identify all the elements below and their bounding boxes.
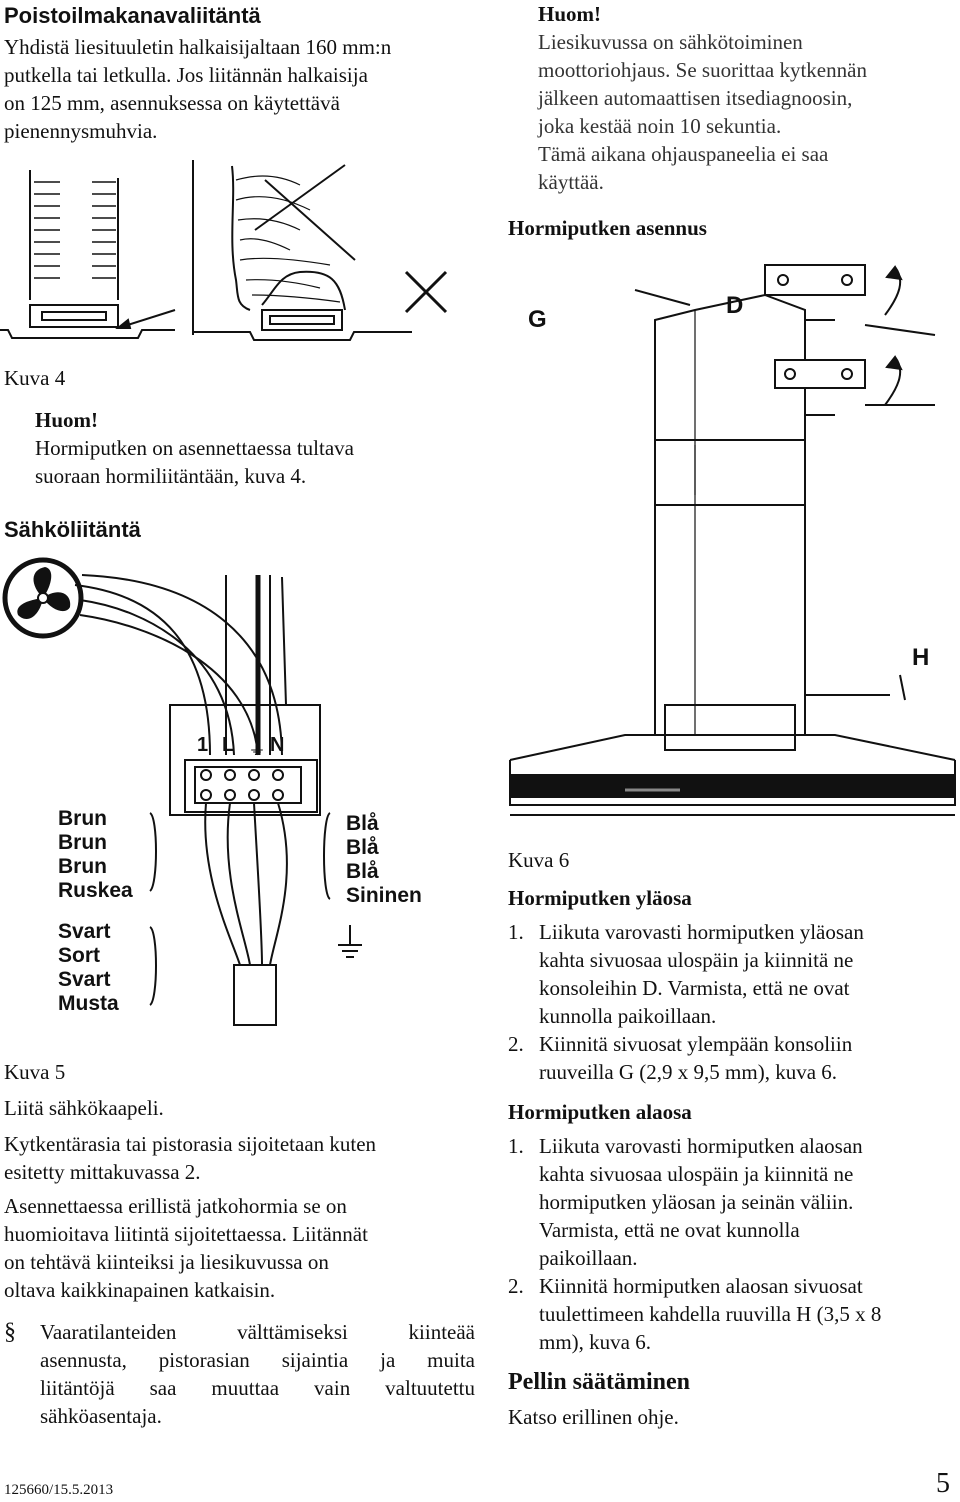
text-line: käyttää. [538, 170, 604, 194]
wire-label: Ruskea [58, 879, 133, 902]
wire-label: Brun [58, 807, 107, 830]
electric-heading: Sähköliitäntä [4, 517, 141, 542]
electric-text: Liitä sähkökaapeli. Kytkentärasia tai pi… [4, 1094, 479, 1304]
damper-heading: Pellin säätäminen [508, 1369, 691, 1395]
duct-connection-figure [0, 160, 448, 341]
chimney-install-heading: Hormiputken asennus [508, 216, 707, 240]
wire-label: Blå [346, 836, 379, 859]
lower-section-heading: Hormiputken alaosa [508, 1100, 692, 1124]
damper-text: Katso erillinen ohje. [508, 1405, 679, 1429]
text-line: on 125 mm, asennuksessa on käytettävä [4, 91, 340, 115]
text-line: Yhdistä liesituuletin halkaisijaltaan 16… [4, 35, 392, 59]
text-line: joka kestää noin 10 sekuntia. [538, 114, 782, 138]
warning-icon: § [4, 1319, 16, 1345]
text-line: Hormiputken on asennettaessa tultava [35, 436, 354, 460]
ground-terminal-icon: ⏚ [248, 739, 266, 759]
step-item: 2. Kiinnitä sivuosat ylempään konsoliin … [508, 1030, 958, 1086]
text-line: kahta sivuosaa ulospäin ja kiinnitä ne [539, 1162, 854, 1186]
wire-labels-blue: Blå Blå Blå Sininen [346, 812, 422, 908]
text-line: Liikuta varovasti hormiputken yläosan [539, 920, 864, 944]
text-line: konsoleihin D. Varmista, että ne ovat [539, 976, 850, 1000]
text-line: liitäntöjä saa muuttaa vain valtuutettu [40, 1376, 475, 1400]
text-line: Liitä sähkökaapeli. [4, 1096, 164, 1120]
wire-label: Sininen [346, 884, 422, 907]
step-number: 1. [508, 1134, 524, 1158]
upper-section-heading: Hormiputken yläosa [508, 886, 692, 910]
label-d: D [726, 292, 744, 319]
duct-connection-text: Yhdistä liesituuletin halkaisijaltaan 16… [4, 33, 474, 145]
text-line: Kiinnitä hormiputken alaosan sivuosat [539, 1274, 863, 1298]
motor-note-title: Huom! [538, 2, 601, 26]
text-line: hormiputken yläosan ja seinän väliin. [539, 1190, 854, 1214]
upper-section-steps: 1. Liikuta varovasti hormiputken yläosan… [508, 918, 958, 1086]
page-number: 5 [936, 1468, 950, 1499]
fan-icon [2, 557, 84, 639]
text-line: pienennysmuhvia. [4, 119, 158, 143]
text-line: Liesikuvussa on sähkötoiminen [538, 30, 803, 54]
text-line: tuulettimeen kahdella ruuvilla H (3,5 x … [539, 1302, 882, 1326]
text-line: Liikuta varovasti hormiputken alaosan [539, 1134, 863, 1158]
text-line: Asennettaessa erillistä jatkohormia se o… [4, 1194, 347, 1218]
wire-label: Brun [58, 855, 107, 878]
text-line: moottoriohjaus. Se suorittaa kytkennän [538, 58, 867, 82]
text-line: Kytkentärasia tai pistorasia sijoitetaan… [4, 1132, 377, 1156]
text-line: mm), kuva 6. [539, 1330, 651, 1354]
wire-label: Sort [58, 944, 100, 967]
wire-labels-brown: Brun Brun Brun Ruskea [58, 807, 133, 903]
text-line: ruuveilla G (2,9 x 9,5 mm), kuva 6. [539, 1060, 838, 1084]
document-code: 125660/15.5.2013 [4, 1482, 114, 1498]
text-line: asennusta, pistorasian sijaintia ja muit… [40, 1348, 475, 1372]
label-h: H [912, 644, 930, 671]
step-item: 1. Liikuta varovasti hormiputken alaosan… [508, 1132, 958, 1272]
label-g: G [528, 306, 547, 333]
wire-label: Brun [58, 831, 107, 854]
step-number: 2. [508, 1032, 524, 1056]
text-line: huomioitava liitintä sijoitettaessa. Lii… [4, 1222, 368, 1246]
lower-section-steps: 1. Liikuta varovasti hormiputken alaosan… [508, 1132, 958, 1356]
text-line: oltava kaikkinapainen katkaisin. [4, 1278, 276, 1302]
step-number: 2. [508, 1274, 524, 1298]
step-number: 1. [508, 920, 524, 944]
text-line: esitetty mittakuvassa 2. [4, 1160, 201, 1184]
wire-label: Svart [58, 920, 111, 943]
duct-connection-heading: Poistoilmakanavaliitäntä [4, 3, 261, 28]
note-title: Huom! [35, 408, 98, 432]
terminal-label-n: N [270, 734, 285, 756]
text-line: putkella tai letkulla. Jos liitännän hal… [4, 63, 368, 87]
wiring-figure [2, 557, 362, 1026]
terminal-label-1: 1 [197, 734, 209, 756]
wire-label: Blå [346, 812, 379, 835]
text-line: kunnolla paikoillaan. [539, 1004, 717, 1028]
step-item: 1. Liikuta varovasti hormiputken yläosan… [508, 918, 958, 1030]
text-line: jälkeen automaattisen itsediagnoosin, [538, 86, 853, 110]
text-line: kahta sivuosaa ulospäin ja kiinnitä ne [539, 948, 854, 972]
text-line: Kiinnitä sivuosat ylempään konsoliin [539, 1032, 853, 1056]
text-line: on tehtävä kiinteiksi ja liesikuvussa on [4, 1250, 329, 1274]
figure-4-label: Kuva 4 [4, 366, 66, 390]
warning-text: Vaaratilanteiden välttämiseksi kiinteää … [40, 1318, 475, 1430]
terminal-label-l: L [222, 734, 235, 756]
wire-label: Musta [58, 992, 119, 1015]
chimney-hood-figure [509, 264, 956, 816]
wire-labels-black: Svart Sort Svart Musta [58, 920, 119, 1016]
step-item: 2. Kiinnitä hormiputken alaosan sivuosat… [508, 1272, 958, 1356]
text-line: Tämä aikana ohjauspaneelia ei saa [538, 142, 829, 166]
text-line: suoraan hormiliitäntään, kuva 4. [35, 464, 307, 488]
text-line: sähköasentaja. [40, 1404, 162, 1428]
motor-note-text: Liesikuvussa on sähkötoiminen moottorioh… [538, 28, 958, 196]
figure-6-label: Kuva 6 [508, 848, 570, 872]
wire-label: Svart [58, 968, 111, 991]
text-line: paikoillaan. [539, 1246, 638, 1270]
text-line: Varmista, että ne ovat kunnolla [539, 1218, 800, 1242]
text-line: Vaaratilanteiden välttämiseksi kiinteää [40, 1320, 475, 1344]
figure-5-label: Kuva 5 [4, 1060, 66, 1084]
wire-label: Blå [346, 860, 379, 883]
duct-note-text: Hormiputken on asennettaessa tultava suo… [35, 434, 475, 490]
